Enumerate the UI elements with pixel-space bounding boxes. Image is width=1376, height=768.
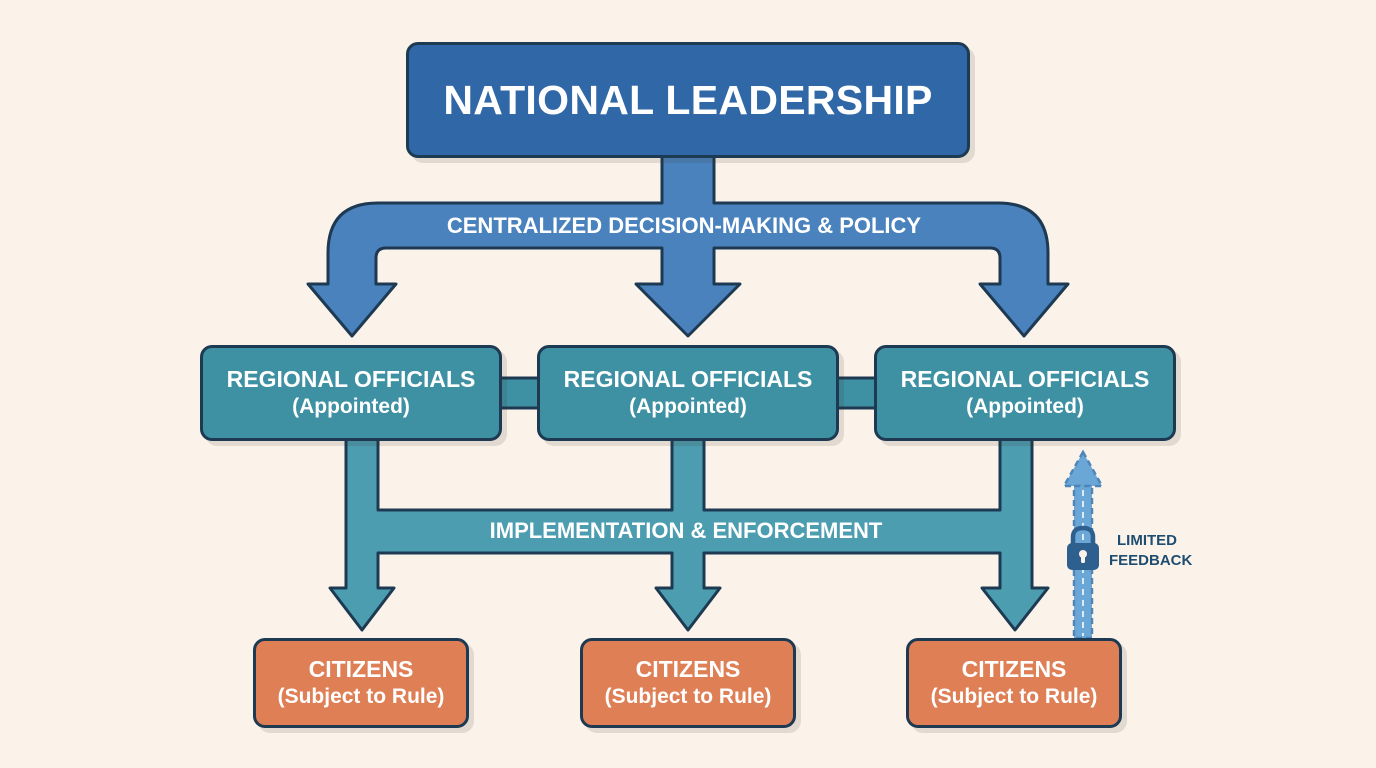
regional-officials-subtitle: (Appointed) bbox=[629, 395, 747, 418]
citizens-box: CITIZENS (Subject to Rule) bbox=[580, 638, 796, 728]
regional-officials-box: REGIONAL OFFICIALS (Appointed) bbox=[200, 345, 502, 441]
regional-link-left bbox=[496, 376, 542, 410]
feedback-label: LIMITED FEEDBACK bbox=[1109, 531, 1219, 571]
national-leadership-label: NATIONAL LEADERSHIP bbox=[443, 76, 933, 123]
regional-officials-title: REGIONAL OFFICIALS bbox=[563, 366, 813, 392]
citizens-title: CITIZENS bbox=[308, 656, 414, 682]
regional-officials-box: REGIONAL OFFICIALS (Appointed) bbox=[874, 345, 1176, 441]
policy-arrows bbox=[306, 148, 1070, 338]
regional-officials-subtitle: (Appointed) bbox=[966, 395, 1084, 418]
feedback-arrow-head bbox=[1061, 449, 1105, 488]
lock-icon bbox=[1067, 525, 1099, 570]
implementation-flow-label: IMPLEMENTATION & ENFORCEMENT bbox=[489, 518, 883, 543]
policy-flow-label: CENTRALIZED DECISION-MAKING & POLICY bbox=[446, 213, 922, 238]
citizens-box: CITIZENS (Subject to Rule) bbox=[906, 638, 1122, 728]
regional-officials-title: REGIONAL OFFICIALS bbox=[900, 366, 1150, 392]
citizens-subtitle: (Subject to Rule) bbox=[277, 685, 445, 708]
policy-branch-connector bbox=[306, 148, 1070, 338]
regional-officials-box: REGIONAL OFFICIALS (Appointed) bbox=[537, 345, 839, 441]
feedback-label-line1: LIMITED bbox=[1117, 532, 1177, 549]
citizens-title: CITIZENS bbox=[635, 656, 741, 682]
citizens-box: CITIZENS (Subject to Rule) bbox=[253, 638, 469, 728]
citizens-subtitle: (Subject to Rule) bbox=[930, 685, 1098, 708]
feedback-label-line2: FEEDBACK bbox=[1109, 552, 1193, 569]
citizens-title: CITIZENS bbox=[961, 656, 1067, 682]
regional-officials-title: REGIONAL OFFICIALS bbox=[226, 366, 476, 392]
regional-officials-subtitle: (Appointed) bbox=[292, 395, 410, 418]
national-leadership-box: NATIONAL LEADERSHIP bbox=[406, 42, 970, 158]
citizens-subtitle: (Subject to Rule) bbox=[604, 685, 772, 708]
regional-link-right bbox=[834, 376, 880, 410]
